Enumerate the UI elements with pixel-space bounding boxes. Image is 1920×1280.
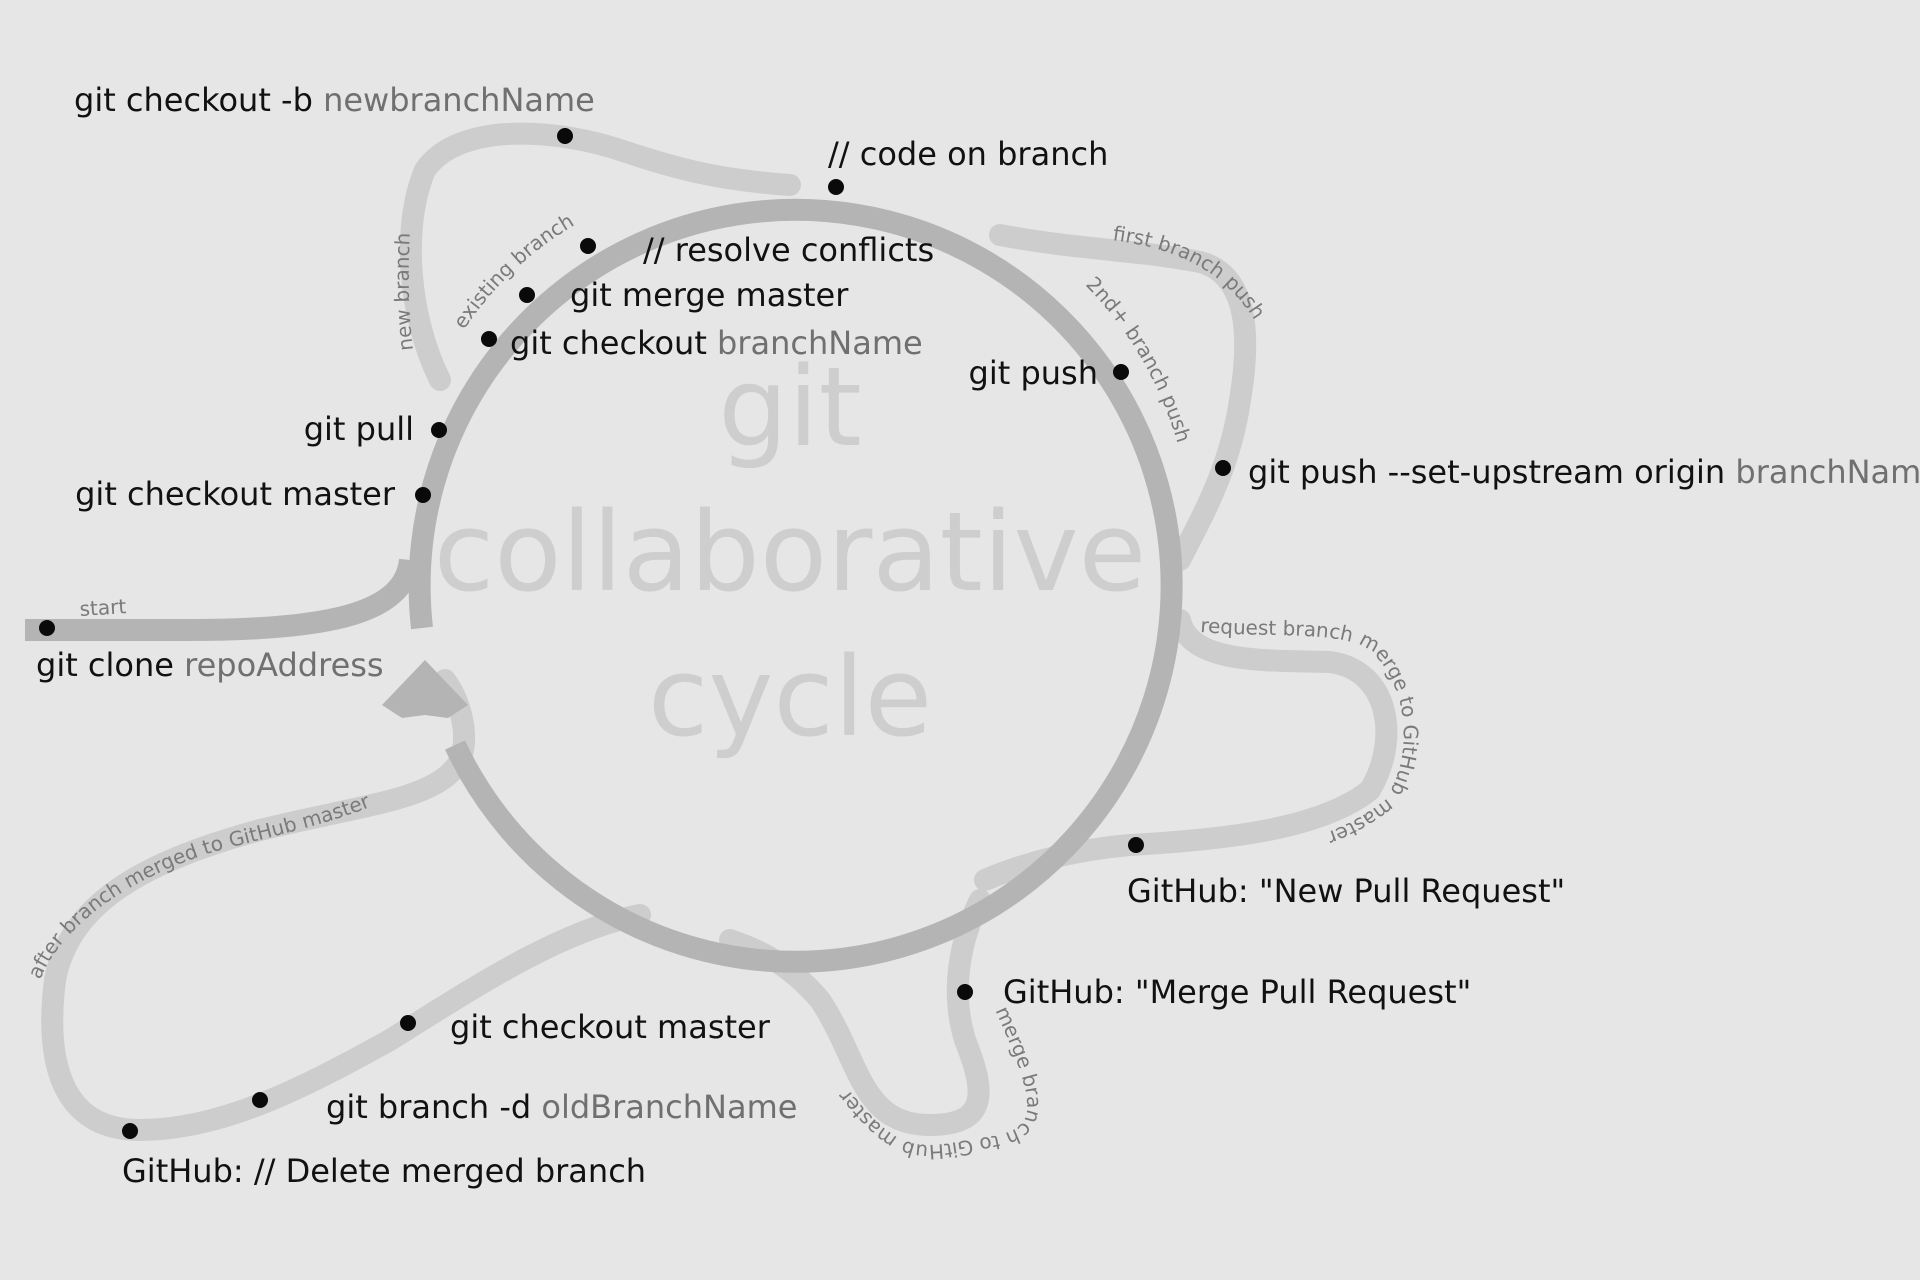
dot-git-clone (39, 620, 55, 636)
label-existing-branch: existing branch (448, 208, 578, 332)
cmd-push-set-upstream: git push --set-upstream origin branchNam… (1248, 453, 1920, 491)
cmd-checkout-branch: git checkout branchName (510, 324, 923, 362)
dot-branch-delete (252, 1092, 268, 1108)
center-title-line-2: collaborative (434, 488, 1147, 616)
main-cycle (25, 198, 1183, 973)
cmd-code-on-branch: // code on branch (828, 135, 1108, 173)
dot-resolve-conflicts (580, 238, 596, 254)
command-labels: git clone repoAddress git checkout maste… (36, 81, 1920, 1190)
cmd-checkout-master-top: git checkout master (75, 475, 396, 513)
cmd-branch-delete: git branch -d oldBranchName (326, 1088, 797, 1126)
dot-push-set-upstream (1215, 460, 1231, 476)
after-merge-loop (41, 669, 651, 1141)
dot-new-pull-request (1128, 837, 1144, 853)
cmd-delete-merged-branch: GitHub: // Delete merged branch (122, 1152, 646, 1190)
cmd-new-pull-request: GitHub: "New Pull Request" (1127, 872, 1565, 910)
center-title-line-3: cycle (648, 633, 932, 761)
cmd-merge-master: git merge master (570, 276, 849, 314)
dot-checkout-master-bottom (400, 1015, 416, 1031)
center-title-line-1: git (718, 343, 862, 471)
step-dots (39, 128, 1231, 1139)
dot-checkout-new-branch (557, 128, 573, 144)
cmd-merge-pull-request: GitHub: "Merge Pull Request" (1003, 973, 1471, 1011)
cycle-ring (408, 198, 1183, 973)
dot-checkout-branch (481, 331, 497, 347)
dot-checkout-master-top (415, 487, 431, 503)
dot-delete-merged-branch (122, 1123, 138, 1139)
dot-git-push (1113, 364, 1129, 380)
new-branch-loop (399, 122, 801, 391)
cmd-checkout-master-bottom: git checkout master (450, 1008, 771, 1046)
cmd-git-push: git push (969, 354, 1098, 392)
start-line (25, 558, 421, 641)
dot-code-on-branch (828, 179, 844, 195)
pull-request-loop (974, 609, 1398, 891)
dot-git-pull (431, 422, 447, 438)
cycle-arrowhead (382, 660, 468, 718)
center-title: git collaborative cycle (434, 343, 1147, 761)
dot-merge-master (519, 287, 535, 303)
first-branch-push-loop (989, 224, 1257, 571)
cmd-checkout-new-branch: git checkout -b newbranchName (74, 81, 595, 119)
label-start: start (79, 594, 127, 621)
cmd-git-clone: git clone repoAddress (36, 646, 384, 684)
dot-merge-pull-request (957, 984, 973, 1000)
label-new-branch: new branch (390, 232, 418, 352)
cmd-resolve-conflicts: // resolve conflicts (643, 231, 934, 269)
label-first-branch-push: first branch push (1111, 221, 1270, 323)
cmd-git-pull: git pull (304, 410, 414, 448)
